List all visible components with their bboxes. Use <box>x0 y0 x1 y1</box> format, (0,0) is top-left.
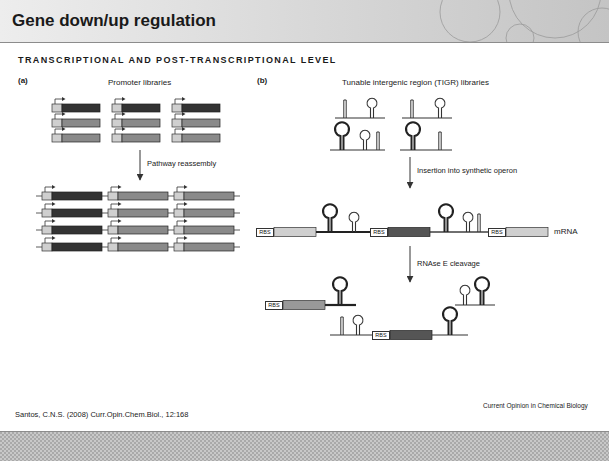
panel-title: Promoter libraries <box>108 78 171 88</box>
gene-bar <box>52 192 102 200</box>
panel-title: Tunable intergenic region (TIGR) librari… <box>342 78 489 88</box>
hairpin-symbol <box>460 285 470 305</box>
step-label: RNAse E cleavage <box>417 259 480 268</box>
hairpin-symbol <box>435 98 445 118</box>
gene-bar <box>184 226 234 234</box>
gene-bar <box>118 226 168 234</box>
gene-bar <box>182 119 220 127</box>
hairpin-symbol <box>360 130 370 150</box>
gene-bar <box>182 134 220 142</box>
rna-line <box>402 117 452 118</box>
gene-bar <box>184 192 234 200</box>
slide-title: Gene down/up regulation <box>12 11 216 31</box>
intergenic-region <box>316 231 370 233</box>
panel-letter: (b) <box>257 76 267 86</box>
hairpin-symbol <box>377 132 379 150</box>
hairpin-symbol <box>439 132 441 150</box>
step-arrow <box>410 246 411 282</box>
hairpin-symbol <box>478 214 480 232</box>
rbs-label: RBS <box>370 228 388 237</box>
intergenic-region <box>330 334 372 335</box>
gene-bar <box>118 192 168 200</box>
intergenic-region <box>455 304 495 305</box>
hairpin-symbol <box>323 204 337 232</box>
rna-line <box>335 117 385 118</box>
hairpin-symbol <box>406 122 420 150</box>
header-bar <box>0 0 609 42</box>
gene-bar <box>52 226 102 234</box>
gene-bar <box>122 119 160 127</box>
rbs-label: RBS <box>265 301 283 310</box>
gene-bar <box>184 209 234 217</box>
subtitle: TRANSCRIPTIONAL AND POST-TRANSCRIPTIONAL… <box>18 55 337 66</box>
step-label: Insertion into synthetic operon <box>417 166 517 175</box>
gene-bar <box>62 119 100 127</box>
hairpin-symbol <box>349 212 359 232</box>
bubble-decoration <box>506 24 534 42</box>
header-rule <box>0 42 609 43</box>
step-arrow <box>410 157 411 188</box>
hairpin-symbol <box>475 277 489 305</box>
gene-bar <box>62 104 100 112</box>
gene-bar <box>122 134 160 142</box>
gene-bar <box>118 209 168 217</box>
intergenic-region <box>430 231 488 232</box>
gene-bar <box>283 301 325 310</box>
bubble-decoration <box>509 0 601 38</box>
hairpin-symbol <box>439 204 453 232</box>
rbs-label: RBS <box>372 331 390 340</box>
hairpin-symbol <box>333 277 347 305</box>
hairpin-symbol <box>367 98 377 118</box>
hairpin-symbol <box>341 317 343 335</box>
gene-bar <box>52 209 102 217</box>
rna-line <box>400 149 452 150</box>
intergenic-region <box>432 334 468 335</box>
gene-bar <box>274 228 316 237</box>
hairpin-symbol <box>353 315 363 335</box>
footer-rule <box>0 431 609 432</box>
rbs-label: RBS <box>256 228 274 237</box>
hairpin-symbol <box>443 307 457 335</box>
bubble-decoration <box>578 8 609 42</box>
step-arrow <box>140 150 141 180</box>
gene-bar <box>184 243 234 251</box>
synthetic-operon <box>256 204 548 236</box>
footer-band <box>0 432 609 461</box>
tigr-library <box>330 98 452 150</box>
citation: Santos, C.N.S. (2008) Curr.Opin.Chem.Bio… <box>15 410 188 419</box>
gene-bar <box>52 243 102 251</box>
panel-letter: (a) <box>18 76 28 86</box>
gene-bar <box>118 243 168 251</box>
gene-bar <box>506 228 548 237</box>
hairpin-symbol <box>335 122 349 150</box>
journal-credit: Current Opinion in Chemical Biology <box>483 402 588 410</box>
gene-bar <box>122 104 160 112</box>
promoter-library <box>52 97 220 142</box>
gene-bar <box>388 228 430 237</box>
hairpin-symbol <box>463 212 473 232</box>
bubble-decoration <box>440 0 500 42</box>
step-label: Pathway reassembly <box>147 159 216 168</box>
molecule-label: mRNA <box>554 227 578 237</box>
gene-bar <box>182 104 220 112</box>
rbs-label: RBS <box>488 228 506 237</box>
gene-bar <box>62 134 100 142</box>
hairpin-symbol <box>344 100 346 118</box>
assembled-pathways <box>36 185 240 251</box>
cleaved-fragments <box>283 277 495 339</box>
hairpin-symbol <box>411 100 413 118</box>
gene-bar <box>390 331 432 340</box>
